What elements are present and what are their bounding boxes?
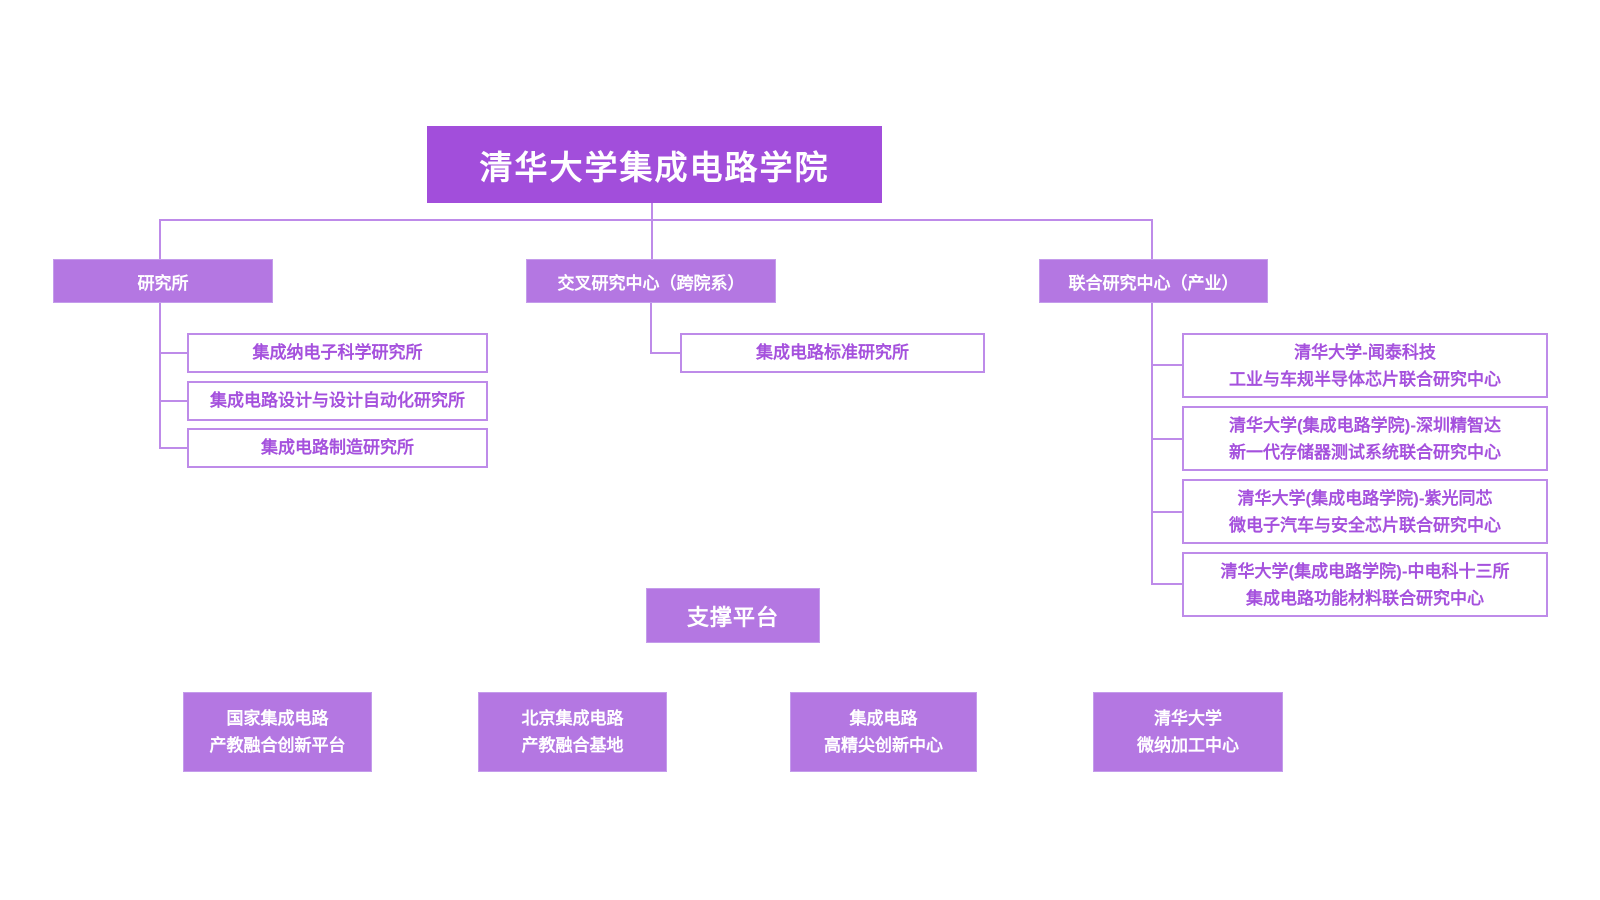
joint-center-cetc13-line1: 清华大学(集成电路学院)-中电科十三所 [1220, 561, 1510, 581]
connector-root-drop [651, 203, 653, 221]
institute-nano-electronics: 集成纳电子科学研究所 [187, 333, 488, 373]
joint-center-jingzhida-line2: 新一代存储器测试系统联合研究中心 [1229, 442, 1501, 462]
connector-joint-stub-4 [1151, 583, 1182, 585]
connector-cross-stub [650, 352, 680, 354]
connector-drop-cross [651, 219, 653, 259]
connector-top-horizontal [159, 219, 1153, 221]
platform-national-integration: 国家集成电路 产教融合创新平台 [183, 692, 372, 772]
platform-highend-innovation-line1: 集成电路 [849, 709, 918, 728]
branch-joint-center: 联合研究中心（产业） [1039, 259, 1268, 303]
institute-design-automation: 集成电路设计与设计自动化研究所 [187, 381, 488, 421]
joint-center-cetc13: 清华大学(集成电路学院)-中电科十三所 集成电路功能材料联合研究中心 [1182, 552, 1548, 617]
platform-highend-innovation-line2: 高精尖创新中心 [824, 736, 943, 755]
joint-center-jingzhida-line1: 清华大学(集成电路学院)-深圳精智达 [1229, 415, 1501, 435]
connector-joint-trunk [1151, 303, 1153, 585]
institute-standards: 集成电路标准研究所 [680, 333, 985, 373]
joint-center-wingtech-line1: 清华大学-闻泰科技 [1294, 342, 1436, 362]
connector-joint-stub-1 [1151, 364, 1182, 366]
platform-beijing-base-line1: 北京集成电路 [521, 709, 624, 728]
connector-institutes-stub-3 [159, 447, 187, 449]
connector-institutes-stub-2 [159, 400, 187, 402]
branch-institutes: 研究所 [53, 259, 273, 303]
platform-beijing-base-line2: 产教融合基地 [521, 736, 624, 755]
platform-highend-innovation: 集成电路 高精尖创新中心 [790, 692, 977, 772]
platform-micronano-fab-line1: 清华大学 [1154, 709, 1222, 728]
joint-center-wingtech: 清华大学-闻泰科技 工业与车规半导体芯片联合研究中心 [1182, 333, 1548, 398]
joint-center-unigroup-line1: 清华大学(集成电路学院)-紫光同芯 [1237, 488, 1493, 508]
institute-manufacturing: 集成电路制造研究所 [187, 428, 488, 468]
connector-institutes-trunk [159, 303, 161, 449]
joint-center-unigroup-line2: 微电子汽车与安全芯片联合研究中心 [1229, 515, 1501, 535]
connector-joint-stub-2 [1151, 438, 1182, 440]
support-platform-box: 支撑平台 [646, 588, 820, 643]
joint-center-cetc13-line2: 集成电路功能材料联合研究中心 [1246, 588, 1484, 608]
platform-micronano-fab-line2: 微纳加工中心 [1137, 736, 1239, 755]
connector-institutes-stub-1 [159, 352, 187, 354]
platform-beijing-base: 北京集成电路 产教融合基地 [478, 692, 667, 772]
joint-center-jingzhida: 清华大学(集成电路学院)-深圳精智达 新一代存储器测试系统联合研究中心 [1182, 406, 1548, 471]
platform-micronano-fab: 清华大学 微纳加工中心 [1093, 692, 1283, 772]
joint-center-wingtech-line2: 工业与车规半导体芯片联合研究中心 [1229, 369, 1501, 389]
branch-cross-center: 交叉研究中心（跨院系） [526, 259, 776, 303]
connector-drop-institutes [159, 219, 161, 259]
connector-joint-stub-3 [1151, 511, 1182, 513]
root-box: 清华大学集成电路学院 [427, 126, 882, 203]
platform-national-integration-line1: 国家集成电路 [226, 709, 329, 728]
connector-drop-joint [1151, 219, 1153, 259]
joint-center-unigroup: 清华大学(集成电路学院)-紫光同芯 微电子汽车与安全芯片联合研究中心 [1182, 479, 1548, 544]
connector-cross-trunk [650, 303, 652, 354]
platform-national-integration-line2: 产教融合创新平台 [209, 736, 346, 755]
